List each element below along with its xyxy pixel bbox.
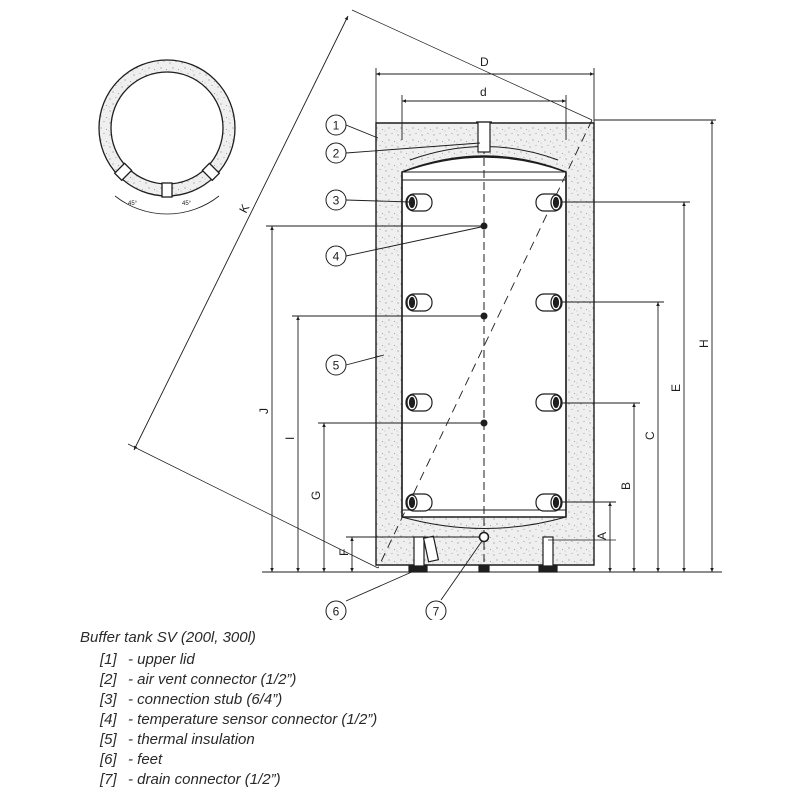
callout-5: 5 [325,354,347,376]
callout-leaders [345,124,483,602]
legend-item: [7] - drain connector (1/2”) [100,770,377,790]
legend-item: [2] - air vent connector (1/2”) [100,670,377,690]
legend: Buffer tank SV (200l, 300l) [1] - upper l… [80,628,377,790]
legend-item-number: [6] [100,751,117,768]
dim-A-label: A [595,532,609,540]
feet [408,535,558,573]
svg-text:7: 7 [433,605,440,619]
legend-item: [4] - temperature sensor connector (1/2”) [100,710,377,730]
angle-right-label: 45° [182,201,192,207]
legend-item-text: - drain connector (1/2”) [128,771,281,788]
svg-text:4: 4 [333,250,340,264]
dim-I-label: I [283,437,297,440]
legend-item-text: - upper lid [128,651,195,668]
svg-text:2: 2 [333,147,340,161]
legend-item: [3] - connection stub (6/4”) [100,690,377,710]
top-view-ring: 45° 45° [98,59,236,215]
dim-D-label: D [480,55,489,69]
dim-K-label: K [236,202,252,216]
dimension-lines [127,9,716,572]
callout-7: 7 [425,600,447,620]
dim-H-label: H [697,339,711,348]
temperature-sensor-connectors [480,222,488,427]
callout-2: 2 [325,142,347,164]
callout-4: 4 [325,245,347,267]
legend-item: [5] - thermal insulation [100,730,377,750]
connection-stubs-left [405,193,433,512]
legend-item-text: - thermal insulation [128,731,255,748]
legend-item: [6] - feet [100,750,377,770]
legend-item-number: [3] [100,691,117,708]
legend-item-text: - feet [128,751,163,768]
buffer-tank-drawing: 45° 45° [98,9,722,620]
drain-connector [478,531,490,543]
legend-item: [1] - upper lid [100,650,377,670]
legend-item-text: - air vent connector (1/2”) [128,671,297,688]
dim-F-label: F [337,549,351,556]
dim-B-label: B [619,482,633,490]
connection-stubs-right [535,193,563,512]
svg-text:3: 3 [333,194,340,208]
svg-text:5: 5 [333,359,340,373]
callout-6: 6 [325,600,347,620]
dim-d-label: d [480,85,487,99]
legend-item-number: [7] [100,771,117,788]
callout-3: 3 [325,189,347,211]
legend-item-number: [2] [100,671,117,688]
dim-C-label: C [643,431,657,440]
legend-list: [1] - upper lid [2] - air vent connector (… [80,650,377,790]
callout-1: 1 [325,114,347,136]
legend-item-text: - connection stub (6/4”) [128,691,283,708]
legend-item-number: [4] [100,711,117,728]
dim-E-label: E [669,384,683,392]
angle-left-label: 45° [128,201,138,207]
svg-text:6: 6 [333,605,340,619]
legend-item-number: [1] [100,651,117,668]
legend-item-text: - temperature sensor connector (1/2”) [128,711,378,728]
legend-item-number: [5] [100,731,117,748]
legend-title: Buffer tank SV (200l, 300l) [80,629,256,646]
dim-J-label: J [257,408,271,414]
dim-G-label: G [309,491,323,500]
air-vent-connector [476,121,492,153]
svg-text:1: 1 [333,119,340,133]
